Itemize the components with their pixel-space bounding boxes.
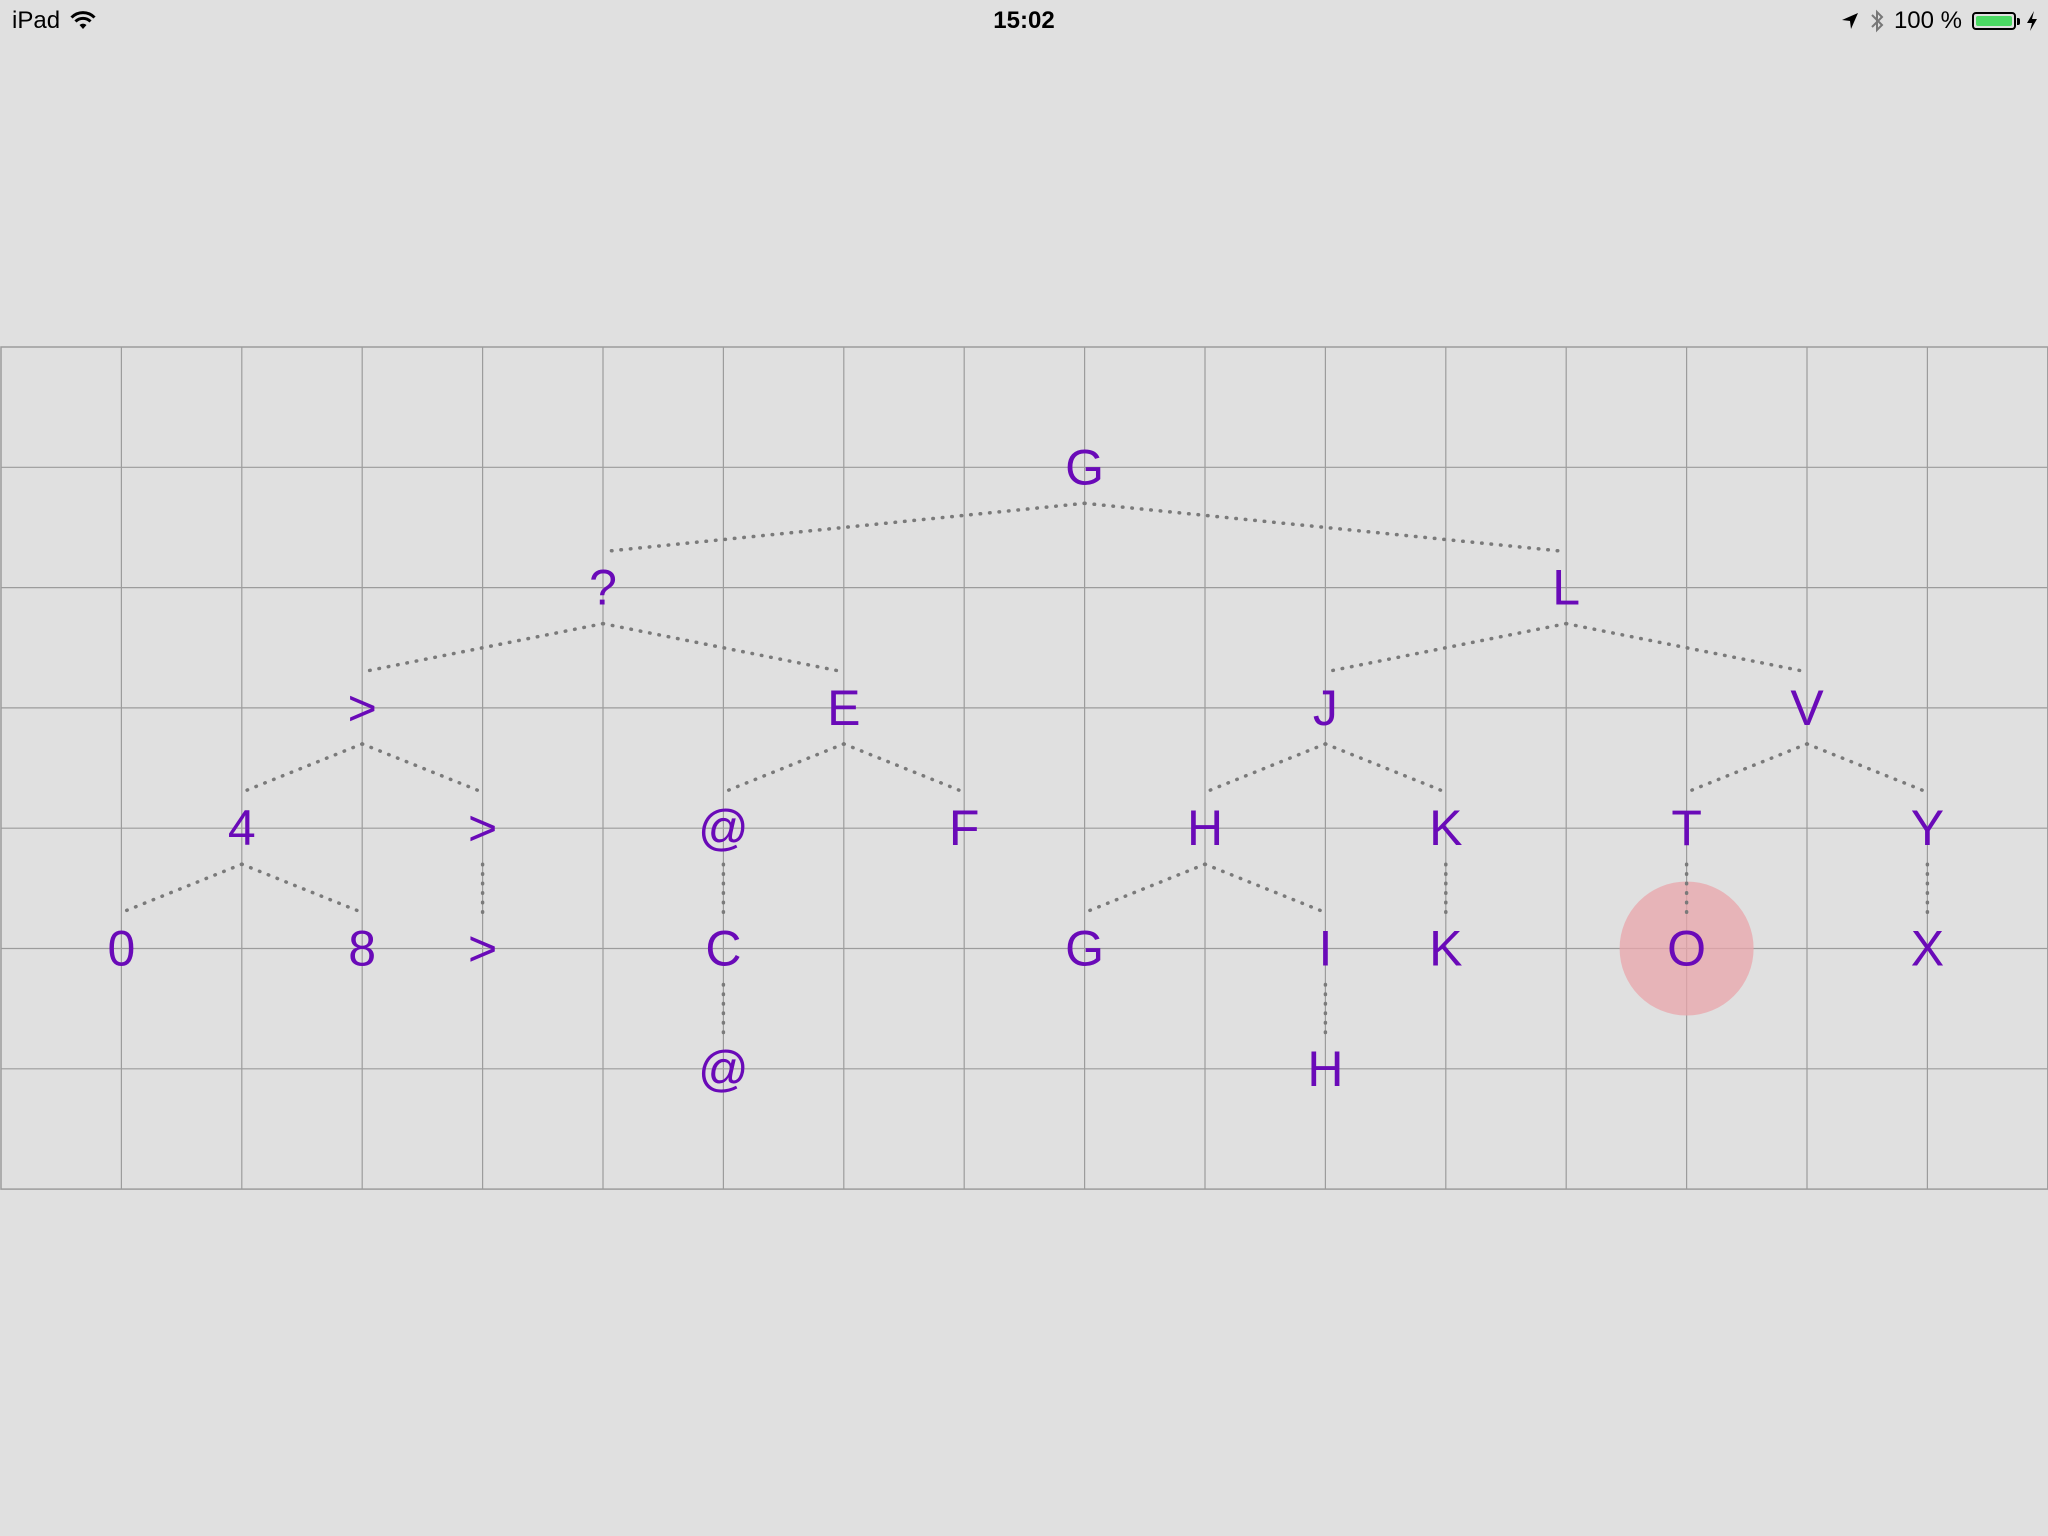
- tree-node-n-i[interactable]: I: [1318, 921, 1332, 977]
- tree-node-n-8[interactable]: 8: [348, 921, 376, 977]
- tree-node-n-l[interactable]: L: [1552, 560, 1580, 616]
- nodes: G? L > E J V 4 > @ F H K T Y 0 8 > C G I K O X @ H: [107, 439, 1944, 1097]
- tree-edge: [601, 621, 846, 674]
- tree-node-n-t[interactable]: T: [1671, 800, 1702, 856]
- status-bar-right: 100 %: [1840, 7, 2038, 35]
- tree-edge: [1323, 621, 1568, 674]
- battery-icon: [1972, 12, 2020, 30]
- tree-edge: [360, 621, 605, 674]
- tree-node-n-x[interactable]: X: [1911, 921, 1944, 977]
- grid: [0, 346, 2048, 1190]
- tree-node-n-e[interactable]: E: [827, 680, 860, 736]
- tree-edge: [1203, 862, 1328, 915]
- status-bar: iPad 15:02 100 %: [0, 0, 2048, 40]
- tree-node-n-k2[interactable]: K: [1429, 921, 1462, 977]
- tree-node-n-y[interactable]: Y: [1911, 800, 1944, 856]
- tree-edge: [1564, 621, 1809, 674]
- tree-edge: [1805, 742, 1930, 794]
- battery-percent: 100 %: [1893, 7, 1962, 34]
- tree-node-n-at2[interactable]: @: [698, 1041, 749, 1097]
- tree-node-n-gt1[interactable]: >: [348, 680, 377, 736]
- tree-edge: [240, 742, 364, 794]
- tree-edge: [1203, 742, 1328, 794]
- tree-node-n-v[interactable]: V: [1790, 680, 1824, 736]
- tree-edge: [842, 742, 966, 794]
- highlight-layer: [1619, 881, 1754, 1016]
- tree-node-n-at1[interactable]: @: [698, 800, 749, 856]
- wifi-icon: [70, 11, 96, 29]
- tree-node-n-k1[interactable]: K: [1429, 800, 1462, 856]
- tree-node-n-f[interactable]: F: [949, 800, 980, 856]
- tree-edge: [721, 742, 846, 794]
- charging-bolt-icon: [2027, 11, 2037, 31]
- tree-edge: [119, 862, 244, 915]
- tree-node-n-gt3[interactable]: >: [468, 921, 497, 977]
- tree-node-n-g[interactable]: G: [1065, 439, 1104, 495]
- grid-border: [0, 346, 2048, 1190]
- clock: 15:02: [993, 7, 1055, 34]
- bluetooth-icon: [1871, 9, 1884, 33]
- status-bar-left: iPad: [12, 7, 96, 35]
- tree-edge: [240, 862, 364, 915]
- tree-node-n-4[interactable]: 4: [228, 800, 256, 856]
- location-arrow-icon: [1841, 13, 1858, 29]
- tree-node-n-h2[interactable]: H: [1307, 1041, 1343, 1097]
- tree-edge: [360, 742, 485, 794]
- tree-node-n-gt2[interactable]: >: [468, 800, 497, 856]
- device-name: iPad: [12, 7, 61, 34]
- tree-node-n-o[interactable]: O: [1667, 921, 1706, 977]
- tree-edge: [1684, 742, 1809, 794]
- selected-node-highlight: [1619, 881, 1754, 1016]
- tree-node-n-h1[interactable]: H: [1187, 800, 1223, 856]
- edges: [119, 501, 1930, 1035]
- tree-edge: [1323, 742, 1448, 794]
- tree-node-n-j[interactable]: J: [1313, 680, 1338, 736]
- tree-edge: [1082, 862, 1207, 915]
- tree-node-n-g2[interactable]: G: [1065, 921, 1104, 977]
- tree-node-n-c[interactable]: C: [705, 921, 741, 977]
- tree-node-n-q[interactable]: ?: [589, 560, 617, 616]
- battery-level: [1976, 16, 2012, 26]
- tree-node-n-0[interactable]: 0: [107, 921, 135, 977]
